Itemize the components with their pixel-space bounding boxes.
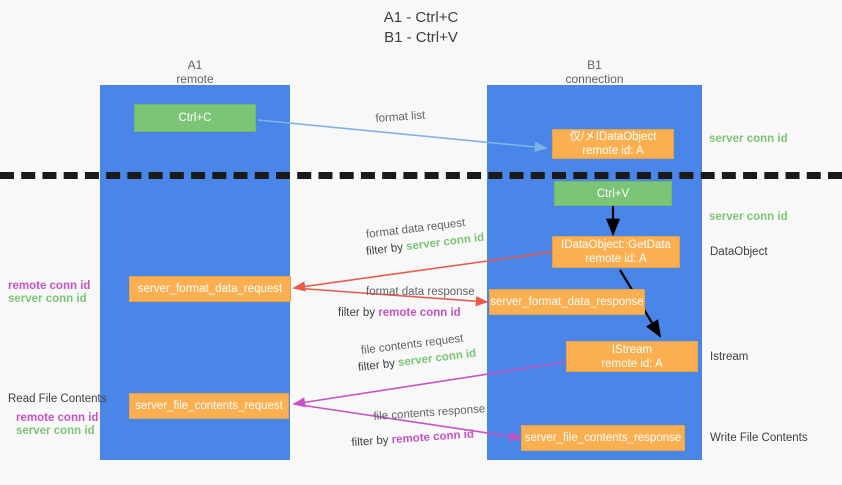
arrow-format-data-request: [292, 251, 553, 292]
lane-a1-name: A1: [187, 58, 203, 72]
label-read-file-contents: Read File Contents: [8, 393, 107, 405]
box-ctrl-v-label: Ctrl+V: [596, 187, 630, 200]
box-istream-line2: remote id: A: [601, 357, 663, 370]
arrow-format-list: [257, 119, 548, 153]
box-server-file-contents-request-label: server_file_contents_request: [135, 400, 283, 412]
box-idataobject-formats-line2: remote id: A: [582, 145, 644, 157]
box-ctrl-v[interactable]: Ctrl+V: [554, 181, 672, 206]
label-left-server-conn-id-1: server conn id: [8, 293, 87, 305]
lane-b1-sub: connection: [565, 72, 624, 86]
box-istream[interactable]: IStream remote id: A: [566, 341, 698, 372]
label-dataobject: DataObject: [710, 246, 768, 258]
section-divider: [0, 172, 842, 179]
arrow-format-data-response: [293, 287, 489, 307]
box-ctrl-c-label: Ctrl+C: [178, 112, 212, 124]
box-server-file-contents-response[interactable]: server_file_contents_response: [521, 425, 685, 451]
box-idataobject-getdata[interactable]: IDataObject::GetData remote id: A: [552, 236, 680, 268]
box-server-format-data-request[interactable]: server_format_data_request: [129, 276, 291, 302]
label-server-conn-id-top: server conn id: [709, 133, 788, 145]
label-left-remote-conn-id-1: remote conn id: [8, 280, 91, 292]
label-istream: Istream: [710, 351, 749, 363]
box-idataobject-getdata-line2: remote id: A: [585, 253, 647, 265]
lane-header-a1: A1 remote: [100, 58, 290, 86]
page-title: A1 - Ctrl+C B1 - Ctrl+V: [0, 8, 842, 48]
box-server-file-contents-response-label: server_file_contents_response: [524, 432, 682, 444]
box-idataobject-formats[interactable]: 仅/㐅IDataObject remote id: A: [552, 129, 674, 159]
lane-b1-name: B1: [587, 58, 602, 72]
title-line-2: B1 - Ctrl+V: [384, 29, 458, 46]
arrow-file-contents-response: [293, 403, 523, 442]
label-left-server-conn-id-2: server conn id: [16, 425, 95, 437]
label-filter-prefix-2: filter by: [338, 307, 379, 319]
box-server-format-data-response[interactable]: server_format_data_response: [489, 289, 645, 315]
box-idataobject-getdata-line1: IDataObject::GetData: [561, 239, 671, 251]
title-line-1: A1 - Ctrl+C: [383, 9, 459, 26]
box-idataobject-formats-line1: 仅/㐅IDataObject: [569, 131, 657, 143]
box-server-format-data-response-label: server_format_data_response: [490, 296, 644, 308]
box-istream-line1: IStream: [611, 343, 653, 356]
lane-a1-sub: remote: [176, 72, 214, 86]
lane-header-b1: B1 connection: [487, 58, 702, 86]
label-server-conn-id-mid: server conn id: [709, 211, 788, 223]
label-format-data-response: format data response: [366, 286, 475, 298]
label-left-remote-conn-id-2: remote conn id: [16, 412, 99, 424]
box-server-file-contents-request[interactable]: server_file_contents_request: [129, 393, 289, 419]
arrow-file-contents-request: [292, 361, 567, 408]
box-server-format-data-request-label: server_format_data_request: [137, 283, 283, 295]
label-write-file-contents: Write File Contents: [710, 432, 808, 444]
label-format-data-response-filter: filter by remote conn id: [338, 306, 461, 320]
box-ctrl-c[interactable]: Ctrl+C: [134, 104, 256, 132]
label-filter-prefix-4: filter by: [351, 434, 393, 450]
label-filter-value-remote-conn-id-1: remote conn id: [378, 307, 461, 319]
